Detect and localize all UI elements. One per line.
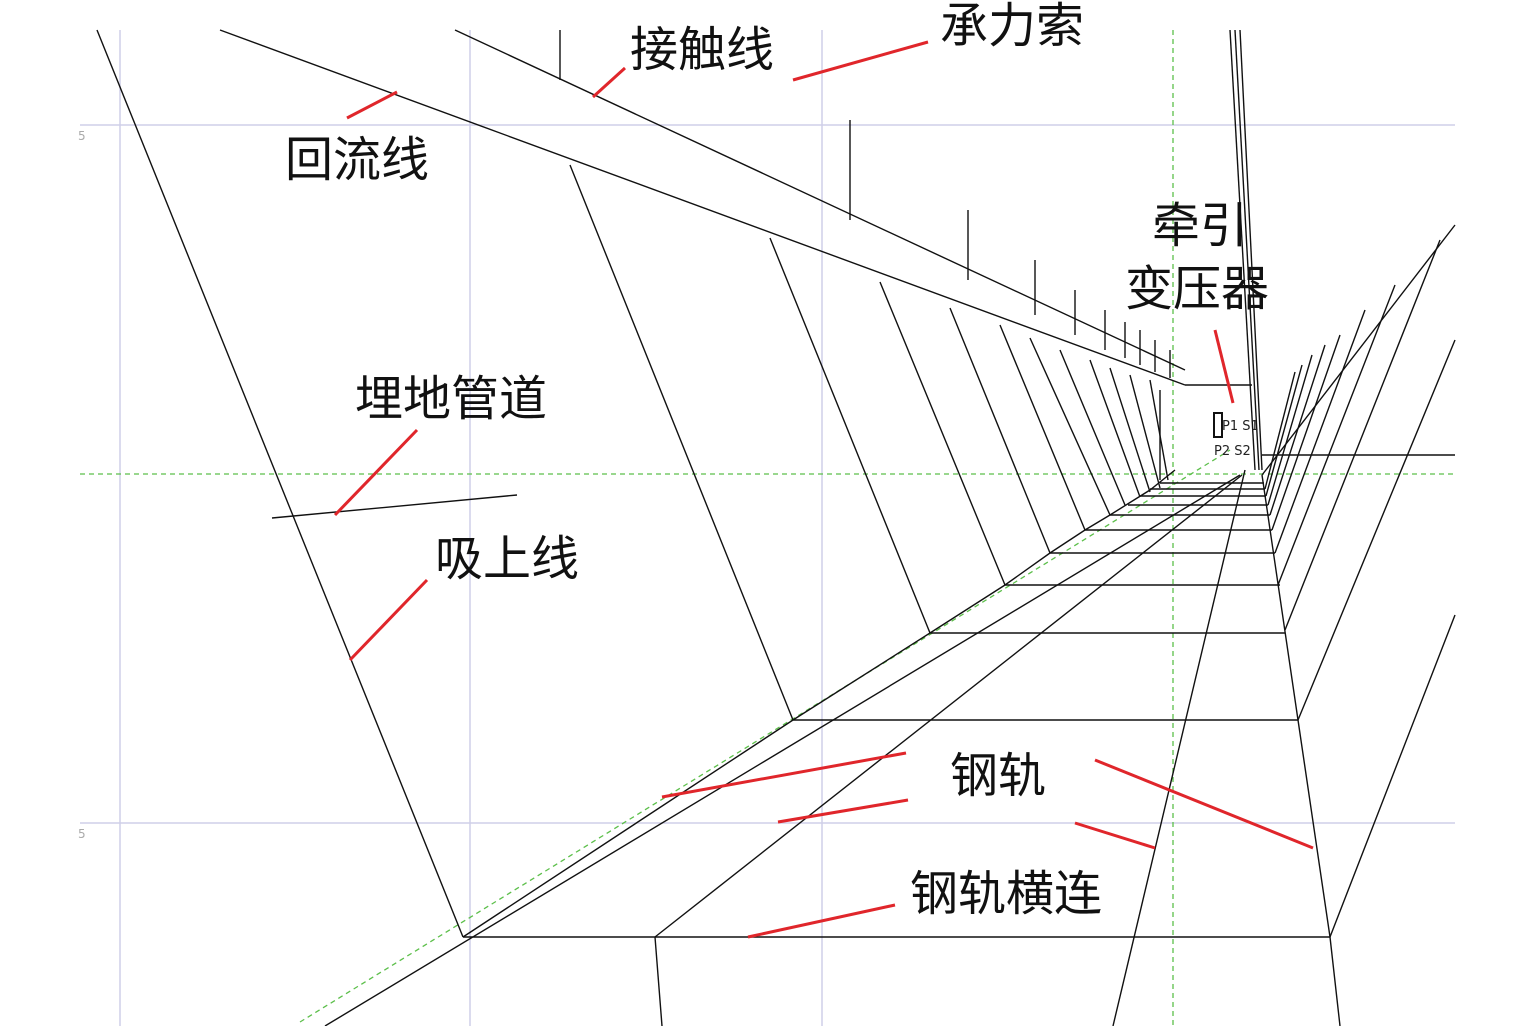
grid-lines bbox=[80, 30, 1455, 1026]
buried-pipe bbox=[271, 494, 518, 519]
guide-lines bbox=[80, 30, 1455, 1026]
track bbox=[324, 469, 1341, 1026]
label-traction-transformer-2: 变压器 bbox=[1125, 261, 1269, 317]
transformer-symbol: P1 S1 P2 S2 bbox=[1213, 412, 1259, 459]
label-booster-wire: 吸上线 bbox=[435, 531, 579, 587]
axis-tick: 5 bbox=[78, 129, 86, 143]
label-return-wire: 回流线 bbox=[285, 132, 429, 188]
axis-tick: 5 bbox=[78, 827, 86, 841]
label-rail-crossbond: 钢轨横连 bbox=[910, 866, 1102, 922]
transformer-terminal-bottom: P2 S2 bbox=[1214, 444, 1251, 459]
label-rail: 钢轨 bbox=[950, 748, 1046, 804]
labels: 接触线 承力索 回流线 牵引 变压器 埋地管道 吸上线 钢轨 钢轨横连 bbox=[285, 0, 1269, 922]
catenary bbox=[454, 29, 1263, 480]
label-messenger-wire: 承力索 bbox=[940, 0, 1084, 54]
pointer-lines bbox=[333, 40, 1314, 939]
label-traction-transformer-1: 牵引 bbox=[1152, 198, 1248, 254]
label-contact-wire: 接触线 bbox=[630, 22, 774, 78]
right-wall bbox=[1261, 224, 1456, 938]
transformer-terminal-top: P1 S1 bbox=[1222, 419, 1259, 434]
label-buried-pipe: 埋地管道 bbox=[355, 371, 547, 427]
